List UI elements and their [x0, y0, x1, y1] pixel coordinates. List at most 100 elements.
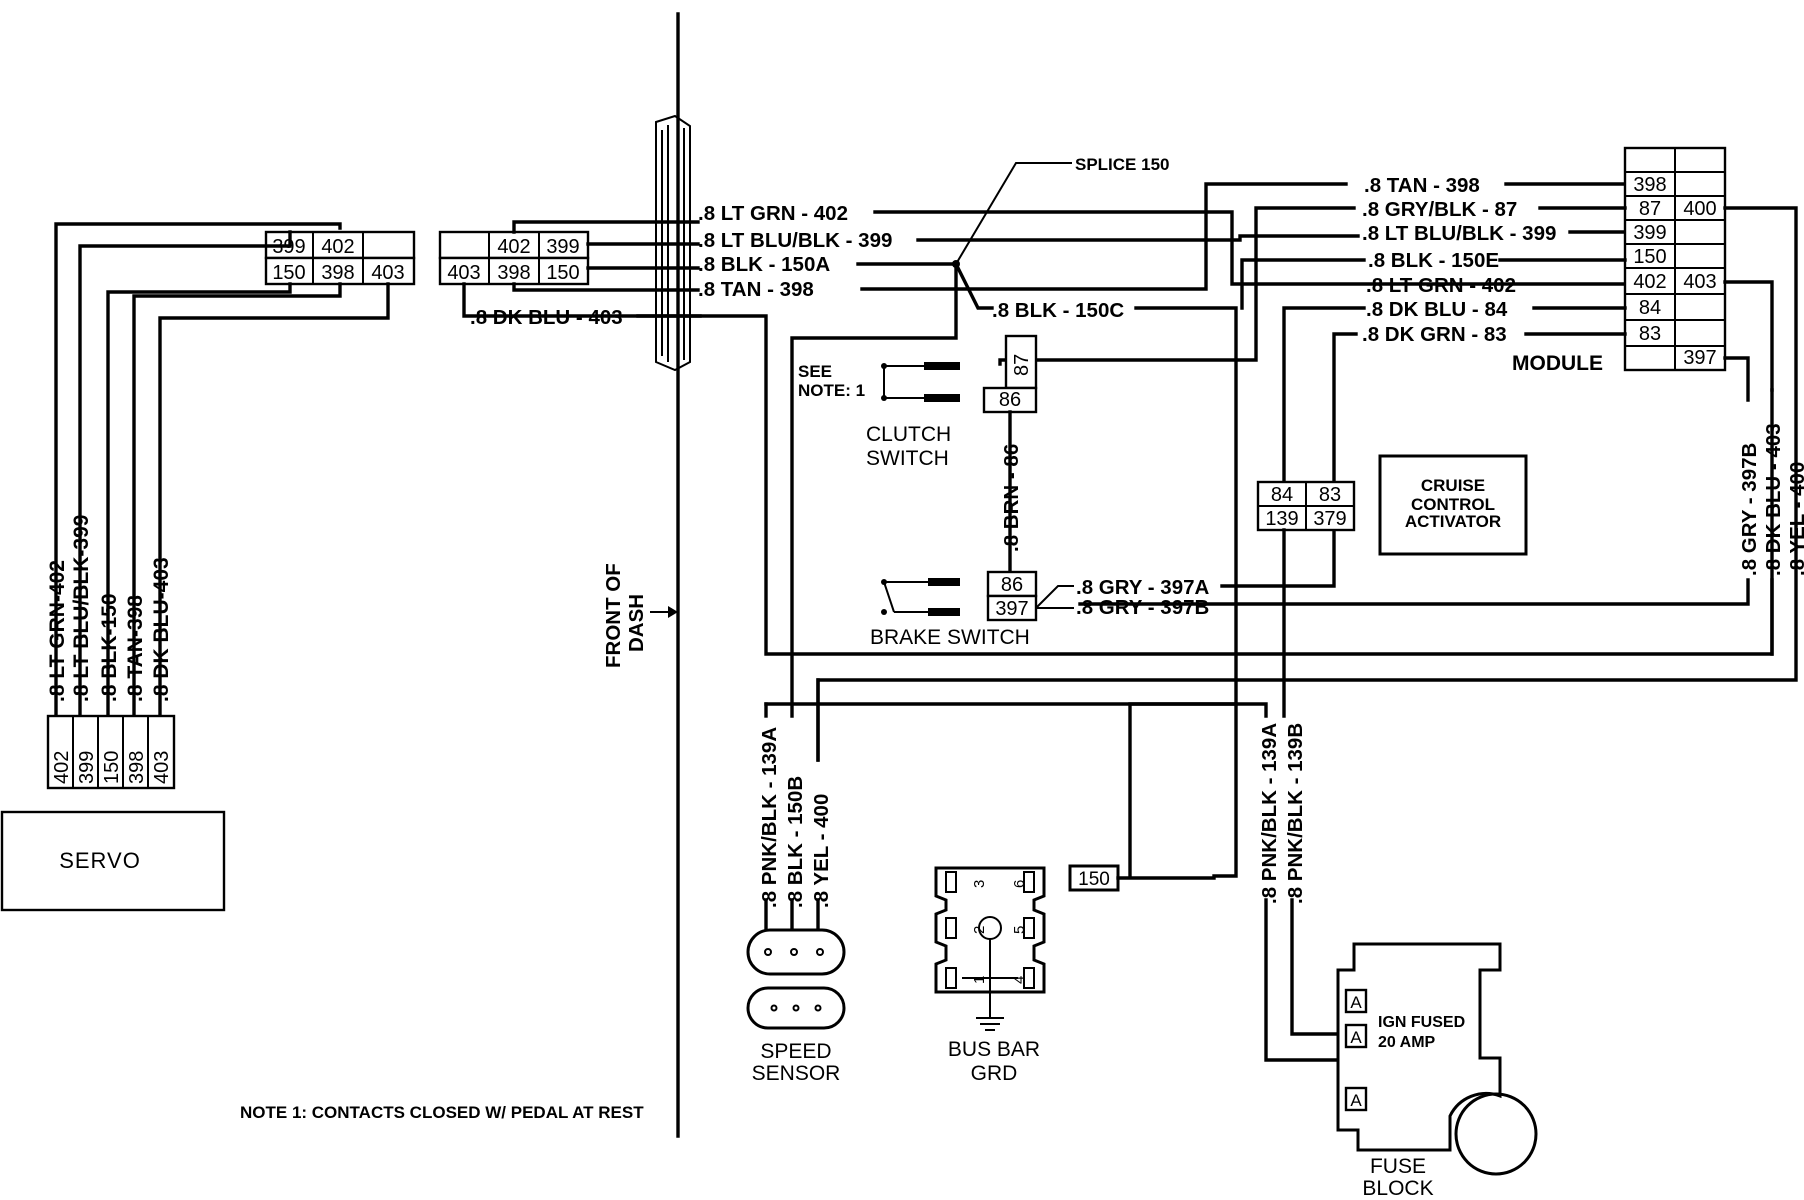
- servo-conn-pin: 398: [321, 262, 354, 284]
- servo-pin: 150: [101, 751, 123, 784]
- wire-label: .8 DK BLU-403: [150, 557, 173, 702]
- servo-harness-wire-labels: .8 LT GRN-402 .8 LT BLU/BLK-399 .8 BLK-1…: [46, 515, 173, 702]
- bus-bar-label: GRD: [971, 1062, 1018, 1085]
- see-note-label: SEE: [798, 362, 832, 381]
- dash-wire-labels: .8 LT GRN - 402 .8 LT BLU/BLK - 399 .8 B…: [470, 202, 892, 329]
- module-pin: 402: [1633, 271, 1666, 293]
- activator-pin: 379: [1313, 508, 1346, 530]
- wire-label: .8 LT GRN-402: [46, 560, 69, 702]
- splice-150-tag: 150: [1068, 702, 1238, 892]
- servo-pin: 402: [51, 751, 73, 784]
- fuse-block-label: BLOCK: [1362, 1177, 1433, 1200]
- module-pin: 399: [1633, 222, 1666, 244]
- brake-pin: 86: [1001, 574, 1023, 596]
- wire-label: .8 GRY - 397B: [1076, 596, 1209, 619]
- module-pin: 400: [1683, 198, 1716, 220]
- bus-pin: 3: [971, 880, 988, 888]
- wire-label: .8 PNK/BLK - 139A: [1258, 723, 1281, 904]
- front-of-dash-label: FRONT OF DASH: [602, 563, 678, 668]
- see-note-label: NOTE: 1: [798, 381, 865, 400]
- wire-label: .8 PNK/BLK - 139A: [758, 727, 781, 908]
- wire-label: .8 DK BLU - 403: [470, 306, 623, 329]
- servo-label: SERVO: [59, 848, 141, 873]
- clutch-pin: 86: [999, 389, 1021, 411]
- wire-label: .8 BLK - 150A: [698, 253, 830, 276]
- bus-pin: 2: [971, 926, 988, 934]
- bus-pin: 1: [971, 976, 988, 984]
- wire-label: .8 GRY - 397A: [1076, 576, 1210, 599]
- bus-pin: 6: [1011, 880, 1028, 888]
- servo-harness-wires: [54, 222, 390, 718]
- fuse-rating-label: IGN FUSED: [1378, 1014, 1465, 1031]
- dash-conn-pin: 398: [497, 262, 530, 284]
- bus-bar-ground: 3 6 2 5 1 4 BUS BAR GRD: [934, 866, 1046, 1085]
- wire-label: .8 PNK/BLK - 139B: [1284, 723, 1307, 904]
- note-text: NOTE 1: CONTACTS CLOSED W/ PEDAL AT REST: [240, 1103, 644, 1122]
- front-of-dash-text-2: DASH: [625, 594, 648, 652]
- speed-sensor: SPEED SENSOR: [746, 928, 846, 1085]
- fuse-wires: .8 PNK/BLK - 139A .8 PNK/BLK - 139B: [1258, 723, 1349, 1062]
- servo-pin-connector: 402 399 150 398 403: [46, 714, 176, 790]
- wire-label: .8 BLK-150: [98, 593, 121, 702]
- servo-pin: 399: [76, 751, 98, 784]
- fuse-slot: A: [1350, 1091, 1362, 1110]
- fuse-block: A A A IGN FUSED 20 AMP FUSE BLOCK: [1336, 942, 1538, 1200]
- servo-pin: 398: [126, 751, 148, 784]
- wire-label: .8 BLK - 150C: [992, 299, 1124, 322]
- wire-label: .8 YEL - 400: [1786, 462, 1804, 576]
- activator-pin: 84: [1271, 484, 1293, 506]
- module-pin: 398: [1633, 174, 1666, 196]
- brn-86-wire: .8 BRN - 86: [1000, 410, 1023, 574]
- dash-wires: [462, 182, 1774, 656]
- wire-label: .8 BRN - 86: [1000, 444, 1023, 552]
- servo-conn-pin: 403: [371, 262, 404, 284]
- clutch-switch-label: CLUTCH: [866, 423, 951, 446]
- speed-sensor-wires: .8 PNK/BLK - 139A .8 BLK - 150B .8 YEL -…: [758, 528, 1286, 942]
- activator-label: ACTIVATOR: [1405, 512, 1501, 531]
- wire-label: .8 DK GRN - 83: [1362, 323, 1507, 346]
- brake-switch: 86 397 BRAKE SWITCH: [870, 570, 1074, 649]
- brake-wires: .8 GRY - 397A .8 GRY - 397B: [1076, 530, 1336, 619]
- wire-label: .8 TAN - 398: [698, 278, 814, 301]
- dash-conn-pin: 150: [546, 262, 579, 284]
- clutch-switch-label: SWITCH: [866, 447, 949, 470]
- arrow-right-icon: [668, 606, 678, 618]
- servo: SERVO: [0, 810, 226, 912]
- activator-label: CONTROL: [1411, 495, 1495, 514]
- servo-harness-connector: 399 402 150 398 403: [264, 230, 416, 286]
- servo-conn-pin: 150: [272, 262, 305, 284]
- bus-bar-label: BUS BAR: [948, 1038, 1040, 1061]
- module-pin: 83: [1639, 323, 1661, 345]
- speed-sensor-label: SPEED: [760, 1040, 831, 1063]
- wire-label: .8 LT GRN - 402: [1366, 274, 1516, 297]
- brake-switch-label: BRAKE SWITCH: [870, 626, 1030, 649]
- module: 398 87 399 150 402 84 83 400 403 397 MOD…: [1512, 146, 1727, 375]
- dash-conn-pin: 402: [497, 236, 530, 258]
- module-left-wires: .8 TAN - 398 .8 GRY/BLK - 87 .8 LT BLU/B…: [998, 174, 1627, 482]
- fuse-slot: A: [1350, 1028, 1362, 1047]
- dash-conn-pin: 403: [447, 262, 480, 284]
- wire-label: .8 DK BLU - 403: [1762, 423, 1785, 576]
- wire-label: .8 LT BLU/BLK - 399: [698, 229, 892, 252]
- bus-pin: 5: [1011, 926, 1028, 934]
- fuse-block-label: FUSE: [1370, 1155, 1426, 1178]
- wire-label: .8 GRY - 397B: [1738, 443, 1761, 576]
- brake-pin: 397: [995, 598, 1028, 620]
- module-pin: 403: [1683, 271, 1716, 293]
- activator-pin: 139: [1265, 508, 1298, 530]
- module-label: MODULE: [1512, 352, 1603, 375]
- wire-label: .8 YEL - 400: [810, 794, 833, 908]
- wire-label: .8 TAN - 398: [1364, 174, 1480, 197]
- module-pin: 87: [1639, 198, 1661, 220]
- fuse-rating-label: 20 AMP: [1378, 1034, 1436, 1051]
- fuse-slot: A: [1350, 993, 1362, 1012]
- splice-label: SPLICE 150: [1075, 155, 1170, 174]
- activator-label: CRUISE: [1421, 476, 1485, 495]
- wire-label: .8 BLK - 150E: [1368, 249, 1499, 272]
- clutch-pin: 87: [1011, 354, 1033, 376]
- wire-label: .8 LT BLU/BLK - 399: [1362, 222, 1556, 245]
- wire-label: .8 DK BLU - 84: [1366, 298, 1508, 321]
- wire-label: .8 TAN-398: [124, 595, 147, 702]
- cruise-control-activator: CRUISE CONTROL ACTIVATOR: [1378, 454, 1528, 556]
